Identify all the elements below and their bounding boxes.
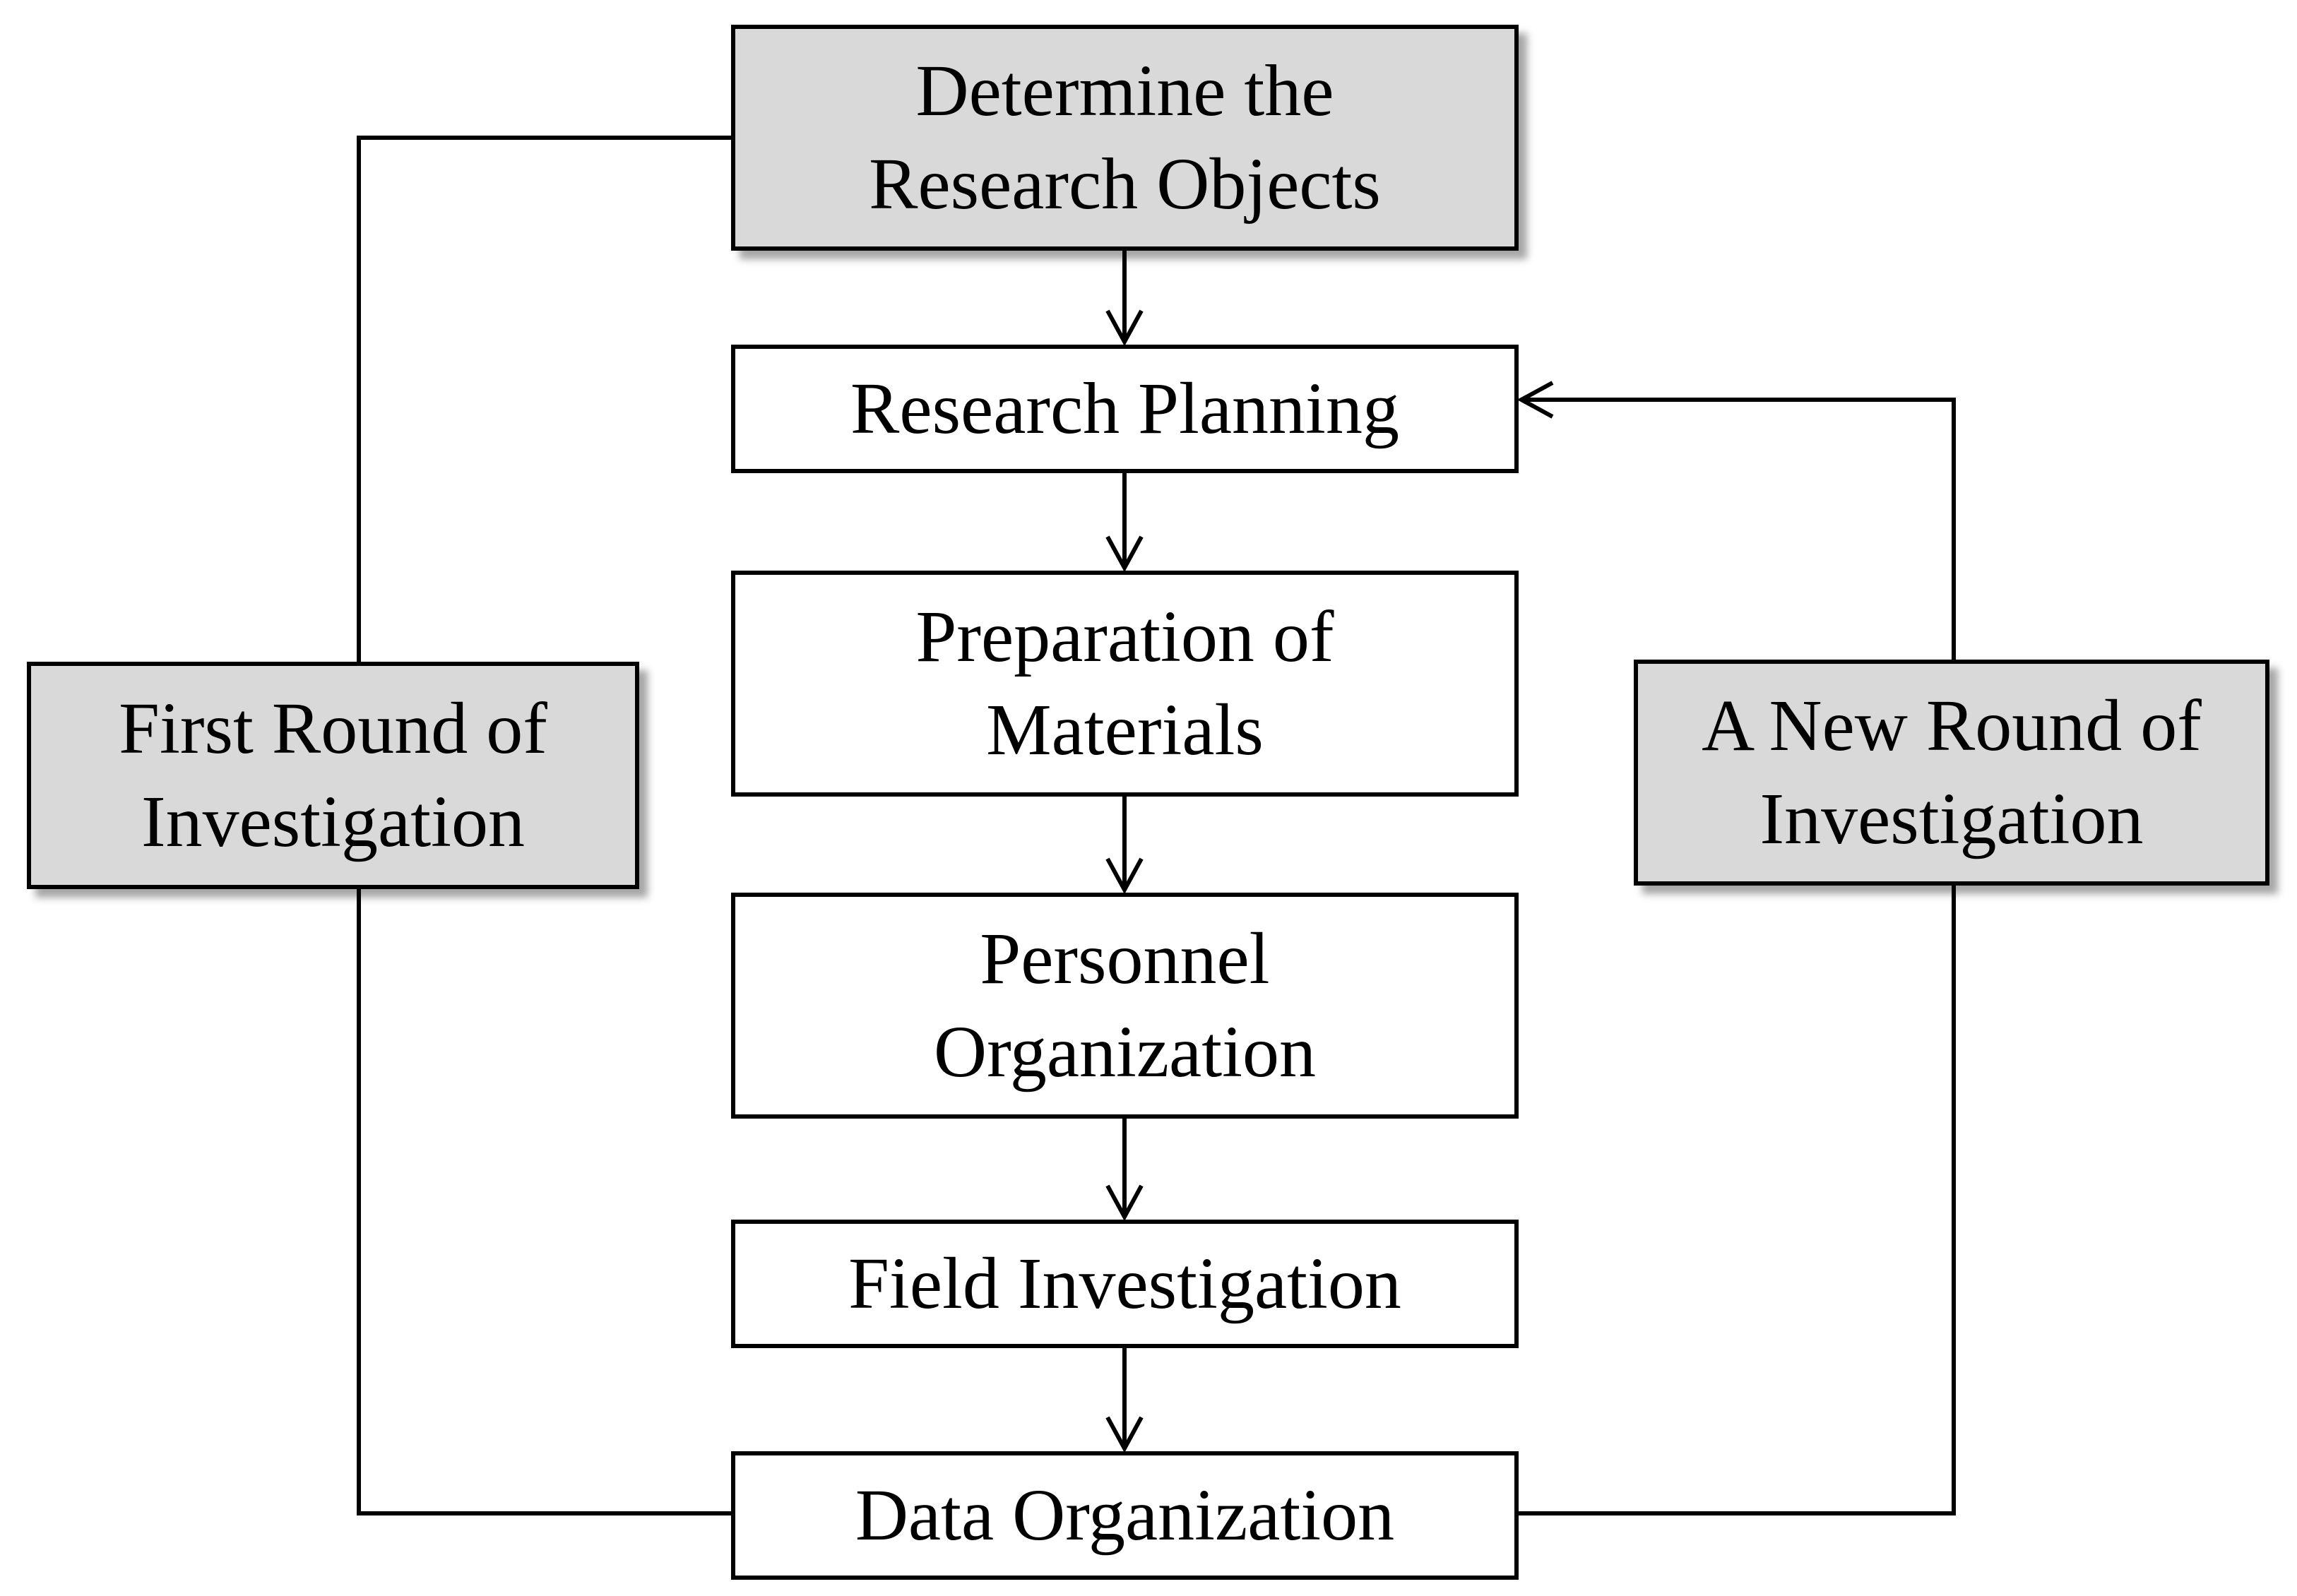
connector-first-round-to-data <box>357 889 731 1515</box>
arrow-new-round-to-planning <box>1517 381 1956 660</box>
first-round-of-investigation: First Round of Investigation <box>27 662 639 889</box>
step-label-line: Organization <box>933 1011 1317 1092</box>
arrow-personnel-to-field <box>1105 1119 1144 1222</box>
round-label-line: First Round of <box>119 688 547 769</box>
connector-data-to-new-round <box>1519 886 1956 1515</box>
step-label-line: Data Organization <box>855 1475 1395 1556</box>
round-label-line: Investigation <box>1759 778 2144 859</box>
arrow-planning-to-preparation <box>1105 473 1144 573</box>
step-label-line: Field Investigation <box>848 1243 1401 1324</box>
connector-determine-to-first-round <box>357 136 731 662</box>
round-label-line: A New Round of <box>1702 685 2202 766</box>
step-determine-research-objects: Determine the Research Objects <box>731 25 1519 251</box>
step-personnel-organization: Personnel Organization <box>731 893 1519 1119</box>
step-label-line: Preparation of <box>915 596 1334 677</box>
new-round-of-investigation: A New Round of Investigation <box>1634 660 2269 886</box>
step-label-line: Research Objects <box>869 143 1381 225</box>
round-label-line: Investigation <box>141 781 525 862</box>
step-research-planning: Research Planning <box>731 345 1519 473</box>
step-label-line: Materials <box>986 689 1264 770</box>
arrow-preparation-to-personnel <box>1105 797 1144 895</box>
arrow-determine-to-planning <box>1105 251 1144 347</box>
step-field-investigation: Field Investigation <box>731 1220 1519 1348</box>
step-label-line: Personnel <box>980 918 1270 999</box>
step-label-line: Determine the <box>915 50 1334 131</box>
step-data-organization: Data Organization <box>731 1451 1519 1580</box>
step-preparation-of-materials: Preparation of Materials <box>731 571 1519 797</box>
arrow-field-to-data <box>1105 1348 1144 1453</box>
step-label-line: Research Planning <box>850 368 1399 449</box>
